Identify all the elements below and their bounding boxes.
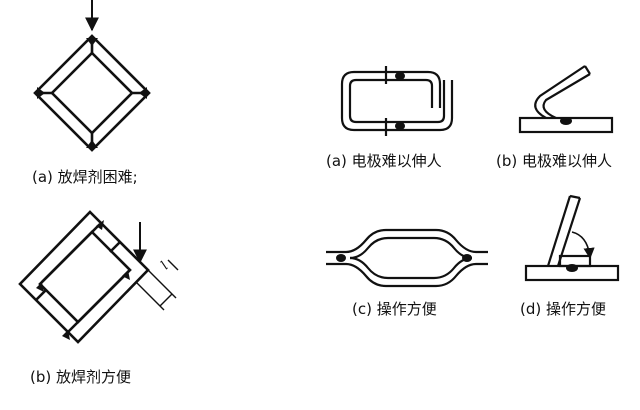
right-d-braze-point bbox=[566, 264, 578, 272]
overlap-dimension bbox=[135, 259, 179, 311]
right-a-braze-points bbox=[395, 72, 405, 130]
caption-right-d: (d) 操作方便 bbox=[520, 300, 606, 318]
rotation-arrow-icon bbox=[571, 231, 595, 260]
left-a-braze-fillets bbox=[37, 38, 147, 148]
caption-right-b: (b) 电极难以伸人 bbox=[496, 152, 612, 170]
caption-right-a: (a) 电极难以伸人 bbox=[326, 152, 442, 170]
right-b-braze-point bbox=[560, 117, 572, 125]
caption-left-a: (a) 放焊剂困难; bbox=[32, 168, 138, 186]
left-b-braze-fillets bbox=[36, 220, 130, 340]
right-a-u-rod bbox=[340, 66, 454, 136]
left-b-square-frame bbox=[18, 210, 150, 344]
left-a-diamond-frame bbox=[33, 34, 151, 152]
caption-left-b: (b) 放焊剂方便 bbox=[30, 368, 131, 386]
right-c-tube-joint bbox=[326, 228, 488, 288]
caption-right-c: (c) 操作方便 bbox=[352, 300, 437, 318]
right-c-braze-points bbox=[336, 254, 472, 262]
